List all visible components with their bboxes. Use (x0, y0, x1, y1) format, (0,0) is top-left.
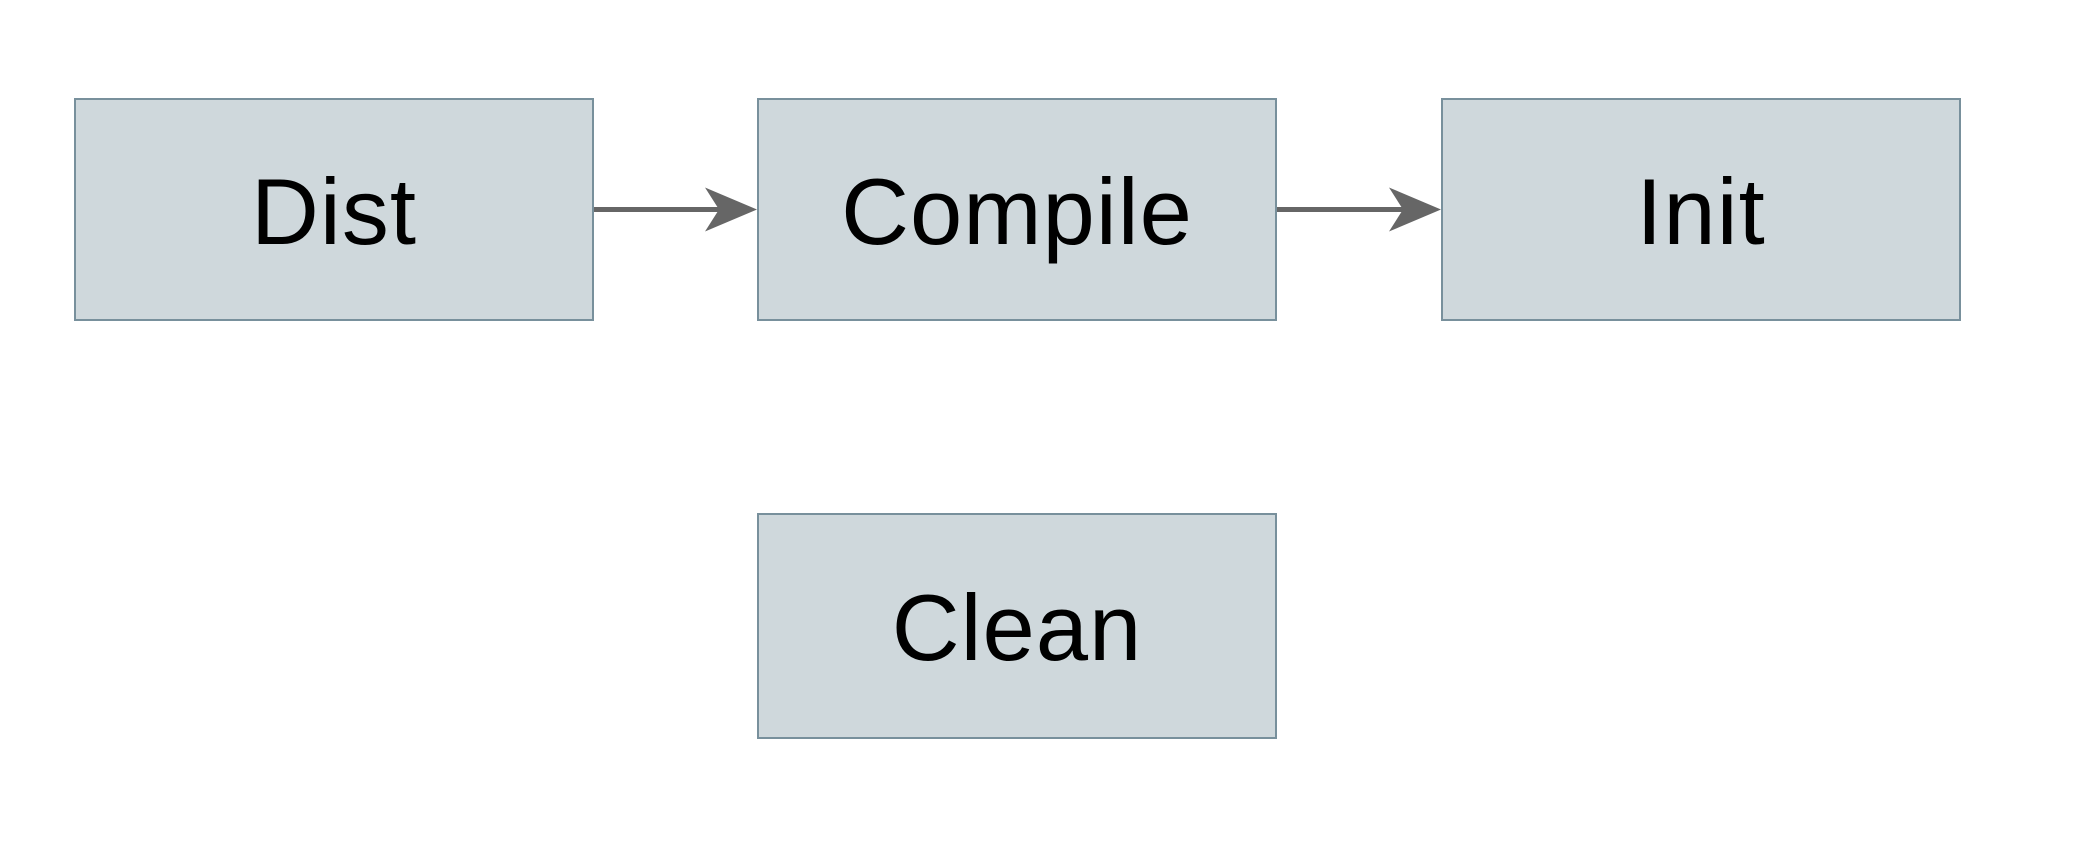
diagram-node-clean: Clean (757, 513, 1277, 739)
diagram-node-dist: Dist (74, 98, 594, 321)
node-label: Compile (841, 158, 1193, 264)
node-label: Dist (251, 158, 417, 264)
node-label: Clean (891, 575, 1143, 680)
arrowhead-icon (705, 187, 757, 232)
diagram-node-compile: Compile (757, 98, 1277, 321)
arrowhead-icon (1389, 187, 1441, 232)
node-label: Init (1636, 158, 1766, 264)
arrow-dist-to-compile (594, 187, 757, 232)
arrow-compile-to-init (1277, 187, 1441, 232)
diagram-node-init: Init (1441, 98, 1961, 321)
